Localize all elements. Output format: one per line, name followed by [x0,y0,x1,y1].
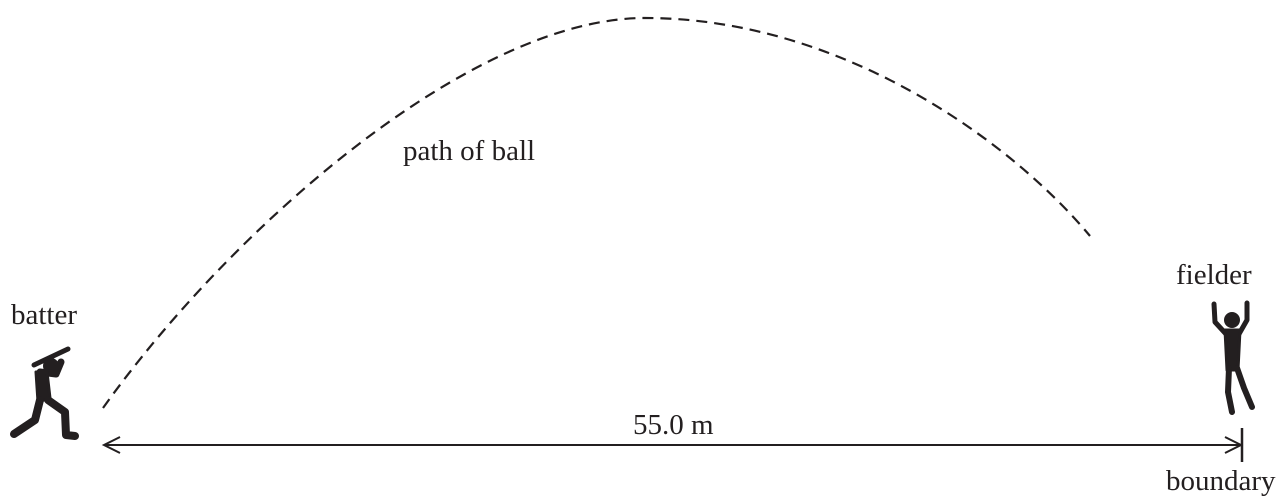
boundary-label: boundary [1166,465,1276,497]
path-of-ball-label: path of ball [403,135,535,167]
batter-label: batter [11,299,77,331]
left-arrowhead [101,436,121,454]
batter-silhouette-icon [10,346,79,440]
fielder-label: fielder [1176,259,1252,291]
ball-path-curve [102,16,1091,409]
distance-label: 55.0 m [633,409,714,441]
fielder-silhouette-icon [1211,300,1255,415]
